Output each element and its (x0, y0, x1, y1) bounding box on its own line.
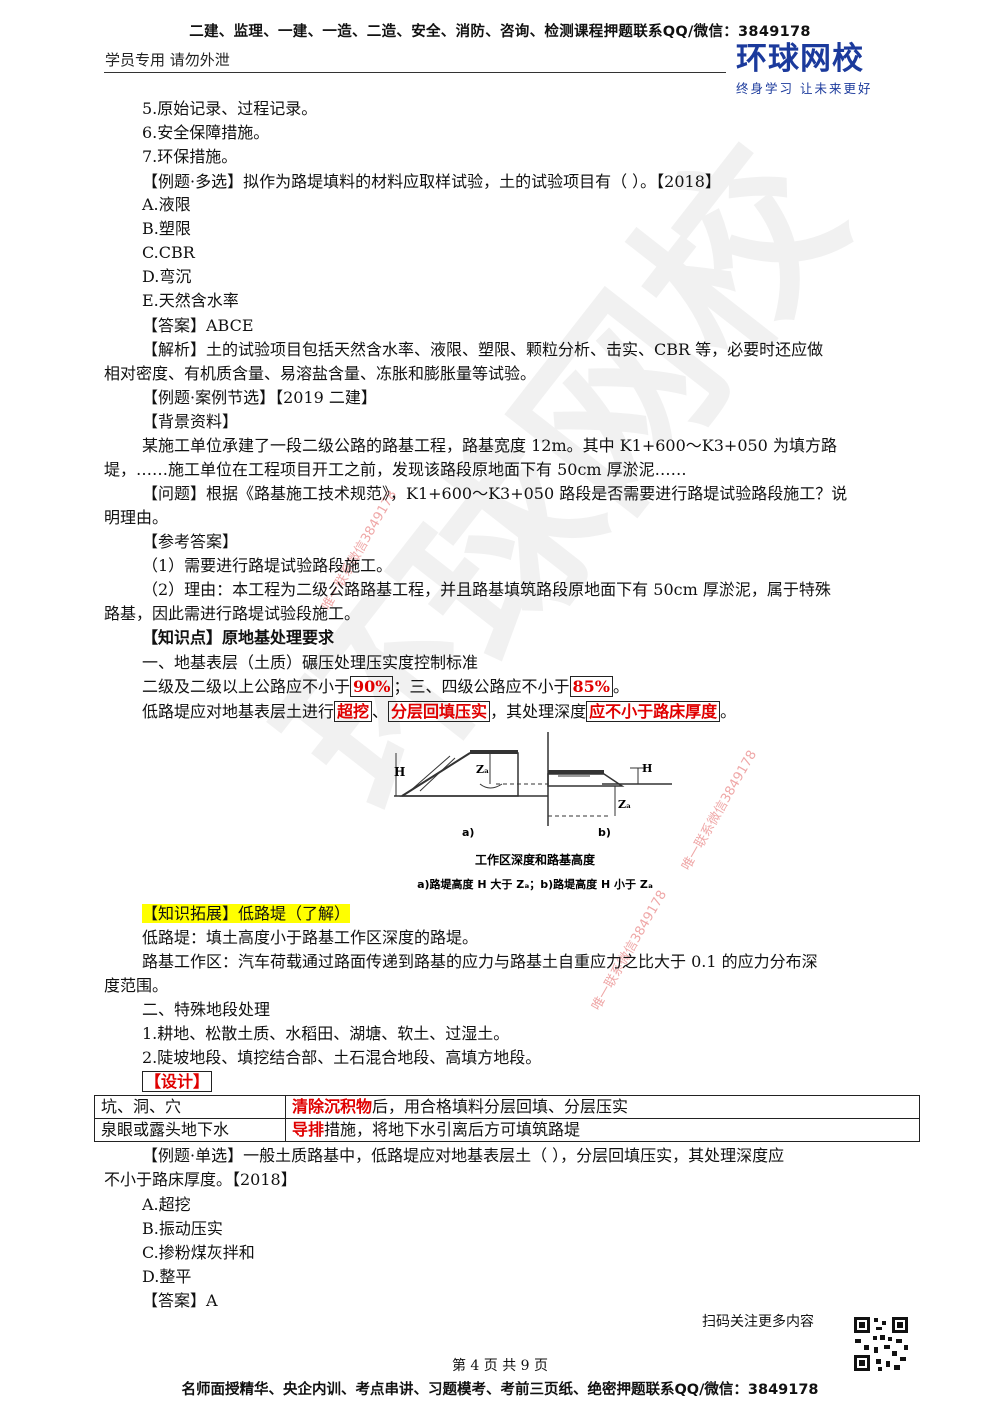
key-value: 85% (569, 676, 613, 697)
text-span: 、 (372, 702, 389, 721)
text-span: 二级及二级以上公路应不小于 (142, 677, 351, 696)
extension-heading: 【知识拓展】低路堤（了解） (142, 902, 351, 926)
analysis: 【解析】土的试验项目包括天然含水率、液限、塑限、颗粒分析、击实、CBR 等，必要… (142, 340, 824, 359)
option: D.整平 (142, 1267, 192, 1286)
option: B.振动压实 (142, 1219, 223, 1238)
header-divider (104, 72, 726, 73)
low-embankment-rule: 低路堤应对地基表层土进行超挖、分层回填压实，其处理深度应不小于路床厚度。 (142, 700, 736, 724)
answer: 【答案】A (142, 1291, 218, 1310)
answer: 【答案】ABCE (142, 316, 254, 335)
key-term: 应不小于路床厚度 (586, 701, 721, 722)
table-cell: 泉眼或露头地下水 (94, 1118, 286, 1142)
design-table: 坑、洞、穴 清除沉积物后，用合格填料分层回填、分层压实 泉眼或露头地下水 导排措… (94, 1095, 920, 1142)
answer-item-cont: 路基，因此需进行路堤试验段施工。 (104, 604, 361, 623)
section-heading: 一、地基表层（土质）碾压处理压实度控制标准 (142, 653, 479, 672)
watermark-contact: 唯一联系微信3849178 (679, 747, 761, 874)
table-row: 泉眼或露头地下水 导排措施，将地下水引离后方可填筑路堤 (94, 1118, 920, 1142)
reference-answer-heading: 【参考答案】 (142, 532, 239, 551)
header-banner: 二建、监理、一建、一造、二造、安全、消防、咨询、检测课程押题联系QQ/微信：38… (189, 24, 811, 40)
definition-cont: 度范围。 (104, 976, 169, 995)
text-span: 。 (612, 677, 629, 696)
footer-banner: 名师面授精华、央企内训、考点串讲、习题模考、考前三页纸、绝密押题联系QQ/微信：… (181, 1382, 819, 1398)
text-span: ，其处理深度 (490, 702, 587, 721)
answer-item: （1）需要进行路堤试验路段施工。 (142, 556, 393, 575)
design-heading: 【设计】 (142, 1070, 213, 1094)
figure-caption: a)路堤高度 H 大于 Zₐ；b)路堤高度 H 小于 Zₐ (417, 877, 653, 891)
question-text-cont: 明理由。 (104, 508, 169, 527)
definition: 低路堤：填土高度小于路基工作区深度的路堤。 (142, 928, 479, 947)
key-term: 分层回填压实 (388, 701, 491, 722)
option: A.液限 (142, 195, 191, 214)
option: A.超挖 (142, 1195, 191, 1214)
list-item: 2.陡坡地段、填挖结合部、土石混合地段、高填方地段。 (142, 1048, 542, 1067)
text-span: 措施，将地下水引离后方可填筑路堤 (324, 1120, 581, 1139)
text-span: 。 (720, 702, 737, 721)
option: B.塑限 (142, 219, 191, 238)
table-row: 坑、洞、穴 清除沉积物后，用合格填料分层回填、分层压实 (94, 1095, 920, 1119)
definition: 路基工作区：汽车荷载通过路面传递到路基的应力与路基土自重应力之比大于 0.1 的… (142, 952, 818, 971)
height-label: H (394, 765, 405, 779)
height-label: H (642, 762, 652, 775)
table-cell: 导排措施，将地下水引离后方可填筑路堤 (285, 1118, 920, 1142)
page-number: 第 4 页 共 9 页 (451, 1358, 549, 1374)
key-value: 90% (350, 676, 394, 697)
list-item: 1.耕地、松散土质、水稻田、湖塘、软土、过湿土。 (142, 1024, 510, 1043)
key-term: 清除沉积物 (292, 1097, 373, 1116)
case-heading: 【例题·案例节选】【2019 二建】 (142, 388, 377, 407)
logo-slogan: 终身学习 让未来更好 (736, 81, 873, 96)
option: D.弯沉 (142, 267, 192, 286)
key-term: 超挖 (334, 701, 373, 722)
text-span: ；三、四级公路应不小于 (393, 677, 570, 696)
answer-item: （2）理由：本工程为二级公路路基工程，并且路基填筑路段原地面下有 50cm 厚淤… (142, 580, 831, 599)
option: C.掺粉煤灰拌和 (142, 1243, 255, 1262)
question-heading: 【例题·多选】拟作为路堤填料的材料应取样试验，土的试验项目有（ ）。【2018】 (142, 172, 721, 191)
text-span: 低路堤应对地基表层土进行 (142, 702, 335, 721)
question-text: 【问题】根据《路基施工技术规范》，K1+600～K3+050 路段是否需要进行路… (142, 484, 848, 503)
header-note: 学员专用 请勿外泄 (105, 51, 230, 69)
analysis-cont: 相对密度、有机质含量、易溶盐含量、冻胀和膨胀量等试验。 (104, 364, 537, 383)
table-cell: 清除沉积物后，用合格填料分层回填、分层压实 (285, 1095, 920, 1119)
table-cell: 坑、洞、穴 (94, 1095, 286, 1119)
text-line: 5.原始记录、过程记录。 (142, 99, 318, 118)
qr-code-icon[interactable] (852, 1315, 910, 1373)
depth-label: Zₐ (618, 798, 631, 811)
section-heading: 二、特殊地段处理 (142, 1000, 271, 1019)
option: E.天然含水率 (142, 291, 239, 310)
depth-label: Zₐ (476, 763, 489, 776)
question-heading-cont: 不小于路床厚度。【2018】 (104, 1170, 297, 1189)
figure-title: 工作区深度和路基高度 (475, 852, 596, 867)
text-line: 6.安全保障措施。 (142, 123, 270, 142)
brand-logo: 环球网校 终身学习 让未来更好 (736, 42, 926, 102)
knowledge-heading: 【知识点】原地基处理要求 (142, 628, 335, 647)
scan-note: 扫码关注更多内容 (702, 1314, 814, 1330)
question-heading: 【例题·单选】一般土质路基中，低路堤应对地基表层土（ ），分层回填压实，其处理深… (142, 1146, 785, 1165)
subfigure-b-label: b) (598, 826, 611, 839)
highlight-span: 【知识拓展】低路堤（了解） (142, 904, 351, 923)
text-line: 7.环保措施。 (142, 147, 238, 166)
background-heading: 【背景资料】 (142, 412, 239, 431)
option: C.CBR (142, 243, 195, 262)
logo-text: 环球网校 (736, 41, 864, 77)
background-text: 某施工单位承建了一段二级公路的路基工程，路基宽度 12m。其中 K1+600～K… (142, 436, 837, 455)
text-span: 后，用合格填料分层回填、分层压实 (372, 1097, 629, 1116)
key-term: 【设计】 (142, 1071, 213, 1092)
key-term: 导排 (292, 1120, 325, 1139)
background-text-cont: 堤，……施工单位在工程项目开工之前，发现该路段原地面下有 50cm 厚淤泥…… (104, 460, 687, 479)
embankment-diagram: H Zₐ H Zₐ a) b) 工作区深度和路基高度 a)路堤高度 H 大于 Z… (394, 732, 672, 891)
subfigure-a-label: a) (462, 826, 474, 839)
